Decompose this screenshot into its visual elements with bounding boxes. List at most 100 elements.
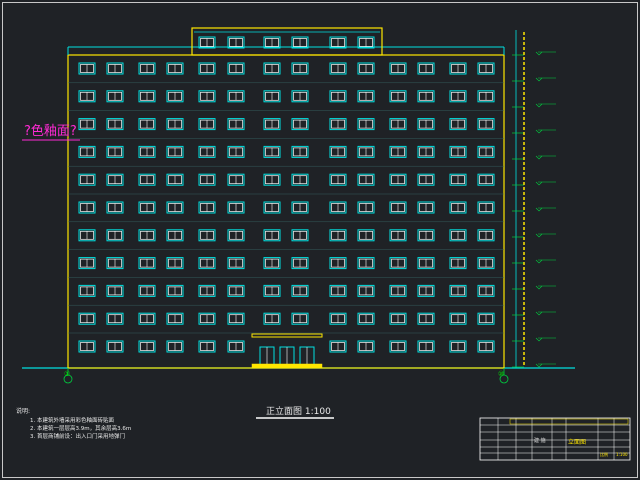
window-f10-c9: [329, 90, 347, 103]
window-f8-c9: [329, 145, 347, 158]
window-f3-c12: [417, 284, 435, 297]
window-f3-c2: [106, 284, 124, 297]
window-f4-c12: [417, 257, 435, 270]
window-f6-c6: [227, 201, 245, 214]
window-f9-c9: [329, 118, 347, 131]
window-f4-c4: [166, 257, 184, 270]
window-f9-c10: [357, 118, 375, 131]
window-f6-c8: [291, 201, 309, 214]
window-f3-c1: [78, 284, 96, 297]
title-block-sheet-code: 建 施: [534, 438, 546, 444]
window-f8-c4: [166, 145, 184, 158]
window-f10-c10: [357, 90, 375, 103]
window-f2-c4: [166, 312, 184, 325]
window-f7-c3: [138, 173, 156, 186]
window-f8-c3: [138, 145, 156, 158]
window-f8-c12: [417, 145, 435, 158]
notes-heading: 说明:: [16, 408, 31, 415]
level-triangle-13: [535, 363, 543, 368]
window-f4-c7: [263, 257, 281, 270]
window-f5-c1: [78, 229, 96, 242]
window-f3-c3: [138, 284, 156, 297]
title-block-scale-value: 1:100: [616, 452, 628, 457]
window-f5-c10: [357, 229, 375, 242]
window-f8-c13: [449, 145, 467, 158]
window-f7-c12: [417, 173, 435, 186]
window-f8-c1: [78, 145, 96, 158]
window-f3-c10: [357, 284, 375, 297]
window-f6-c3: [138, 201, 156, 214]
level-triangle-1: [535, 51, 543, 56]
window-f10-c14: [477, 90, 495, 103]
window-f9-c4: [166, 118, 184, 131]
entrance-canopy: [251, 333, 323, 338]
window-f2-c10: [357, 312, 375, 325]
window-f2-c5: [198, 312, 216, 325]
window-f5-c7: [263, 229, 281, 242]
window-f1-c14: [477, 340, 495, 353]
window-f4-c6: [227, 257, 245, 270]
window-f1-c5: [198, 340, 216, 353]
window-f1-c12: [417, 340, 435, 353]
level-triangle-2: [535, 77, 543, 82]
window-f7-c9: [329, 173, 347, 186]
window-f7-c7: [263, 173, 281, 186]
window-f9-c12: [417, 118, 435, 131]
window-f5-c12: [417, 229, 435, 242]
window-f2-c6: [227, 312, 245, 325]
window-f3-c8: [291, 284, 309, 297]
drawing-title: 正立面图 1:100: [266, 407, 331, 417]
window-f3-c14: [477, 284, 495, 297]
window-f6-c7: [263, 201, 281, 214]
window-f10-c8: [291, 90, 309, 103]
window-f3-c9: [329, 284, 347, 297]
window-f6-c11: [389, 201, 407, 214]
window-f8-c11: [389, 145, 407, 158]
level-triangle-3: [535, 103, 543, 108]
window-f9-c5: [198, 118, 216, 131]
window-f4-c14: [477, 257, 495, 270]
window-f6-c14: [477, 201, 495, 214]
window-f5-c11: [389, 229, 407, 242]
window-f9-c13: [449, 118, 467, 131]
window-f9-c2: [106, 118, 124, 131]
window-f11-c6: [227, 62, 245, 75]
window-f4-c11: [389, 257, 407, 270]
window-f6-c9: [329, 201, 347, 214]
title-block-project-cell: [509, 418, 629, 425]
window-f7-c6: [227, 173, 245, 186]
note-3: 3. 首层商铺前设：出入口门采用地弹门: [30, 434, 125, 440]
window-f7-c8: [291, 173, 309, 186]
window-f7-c2: [106, 173, 124, 186]
window-f9-c6: [227, 118, 245, 131]
window-f10-c4: [166, 90, 184, 103]
window-f1-c13: [449, 340, 467, 353]
window-f2-c3: [138, 312, 156, 325]
window-f6-c4: [166, 201, 184, 214]
window-f2-c1: [78, 312, 96, 325]
window-f10-c5: [198, 90, 216, 103]
window-f2-c12: [417, 312, 435, 325]
window-f4-c2: [106, 257, 124, 270]
window-f1-c2: [106, 340, 124, 353]
window-f11-c9: [329, 62, 347, 75]
window-f8-c2: [106, 145, 124, 158]
window-f11-c12: [417, 62, 435, 75]
window-f11-c8: [291, 62, 309, 75]
window-f7-c10: [357, 173, 375, 186]
window-f8-c10: [357, 145, 375, 158]
level-triangle-8: [535, 233, 543, 238]
window-f1-c9: [329, 340, 347, 353]
axis-marker-left: ①: [64, 370, 71, 378]
axis-bubble-left: [63, 374, 73, 384]
window-f9-c11: [389, 118, 407, 131]
window-f4-c5: [198, 257, 216, 270]
window-f2-c11: [389, 312, 407, 325]
axis-marker-right: ⑩: [498, 370, 505, 378]
window-f2-c2: [106, 312, 124, 325]
level-triangle-5: [535, 155, 543, 160]
penthouse-window-3: [263, 36, 281, 49]
facade-material-label: ?色釉面?: [24, 124, 77, 139]
window-f3-c13: [449, 284, 467, 297]
